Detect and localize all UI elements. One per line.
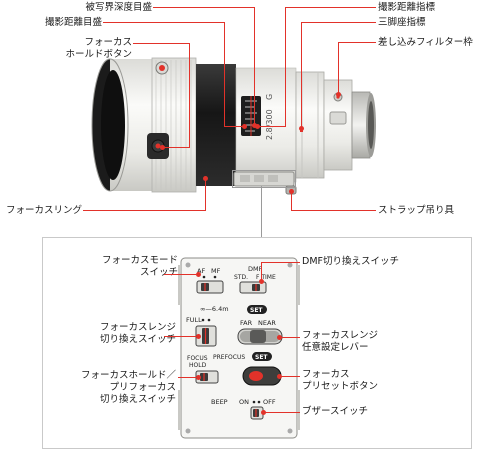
- label-distance-scale: 撮影距離目盛: [44, 17, 102, 28]
- leader-panel-detail: [261, 186, 262, 237]
- leader-dmf-switch: [261, 262, 300, 263]
- far-marking: FAR: [240, 319, 253, 327]
- label-distance-index: 撮影距離指標: [378, 2, 436, 13]
- leader-dof-scale: [153, 7, 254, 8]
- leader-focus-preset-button: [280, 376, 300, 377]
- set-marking-prefocus: SET: [255, 354, 268, 361]
- near-marking: NEAR: [258, 319, 276, 327]
- label-focus-range-switch: フォーカスレンジ 切り換えスイッチ: [99, 322, 176, 345]
- label-focus-hold-prefocus-switch: フォーカスホールド／ プリフォーカス 切り換えスイッチ: [80, 370, 176, 405]
- lens-focal-marking: 2.8/300: [265, 109, 274, 140]
- focus-marking: FOCUS: [187, 355, 208, 362]
- label-beep-switch: ブザースイッチ: [302, 406, 369, 417]
- label-focus-ring: フォーカスリング: [5, 205, 82, 216]
- lens-front-hood: [91, 58, 152, 192]
- leader-focus-range-lever: [280, 337, 300, 338]
- label-dmf-switch: DMF切り換えスイッチ: [302, 256, 399, 267]
- lens-illustration: 2.8/300 G: [91, 57, 376, 195]
- leader-beep-switch: [264, 412, 300, 413]
- tripod-collar: [295, 71, 325, 179]
- lens-black-band: [196, 64, 236, 186]
- range-value-marking: ∞—6.4m: [200, 305, 229, 313]
- focus-mode-switch[interactable]: [196, 280, 224, 294]
- f-time-marking: F TIME: [256, 274, 276, 281]
- label-strap-lug: ストラップ吊り具: [378, 205, 455, 216]
- leader-focus-hold-button: [133, 43, 189, 44]
- lens-g-marking: G: [265, 94, 274, 100]
- leader-focus-mode-switch: [164, 274, 196, 275]
- leader-tripod-index: [301, 22, 376, 23]
- leader-distance-index: [285, 7, 376, 8]
- hold-marking: HOLD: [189, 362, 207, 369]
- beep-marking: BEEP: [211, 398, 228, 406]
- on-marking: ON: [239, 398, 249, 406]
- af-marking: AF: [197, 267, 205, 275]
- leader-focus-ring: [83, 210, 205, 211]
- mf-marking: MF: [211, 267, 221, 275]
- label-drop-in-filter: 差し込みフィルター枠: [378, 37, 473, 48]
- label-focus-preset-button: フォーカス プリセットボタン: [302, 369, 379, 392]
- label-focus-range-lever: フォーカスレンジ 任意設定レバー: [302, 330, 379, 353]
- leader-drop-in-filter: [338, 42, 376, 43]
- lens-mount: [351, 91, 376, 159]
- label-dof-scale: 被写界深度目盛: [85, 2, 152, 13]
- std-marking: STD.: [234, 274, 248, 281]
- leader-focus-hold-prefocus-switch: [178, 377, 196, 378]
- leader-focus-range-switch: [164, 336, 196, 337]
- leader-distance-scale: [103, 22, 224, 23]
- full-marking: FULL: [186, 316, 202, 324]
- off-marking: OFF: [263, 398, 276, 406]
- prefocus-marking: PREFOCUS: [213, 354, 245, 361]
- panel-highlight-box: [232, 170, 296, 188]
- label-tripod-index: 三脚座指標: [378, 17, 426, 28]
- label-focus-mode-switch: フォーカスモード スイッチ: [101, 255, 178, 278]
- set-marking-range: SET: [250, 307, 263, 314]
- panel-detail-frame: [42, 237, 472, 449]
- leader-strap-lug: [291, 210, 376, 211]
- dmf-marking: DMF: [248, 265, 263, 273]
- label-focus-hold-button: フォーカス ホールドボタン: [65, 37, 132, 60]
